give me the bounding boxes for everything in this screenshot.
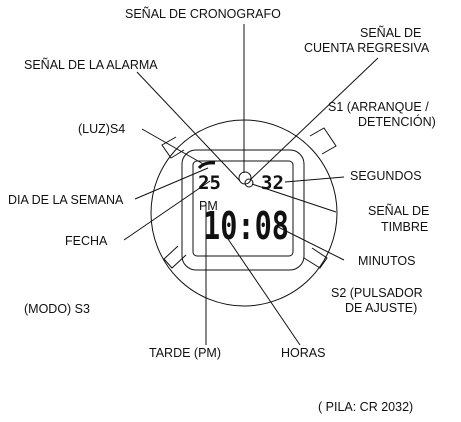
lcd-panel: [192, 160, 294, 257]
label-light-s4: (LUZ)S4: [78, 122, 125, 136]
label-s1-line2: DETENCIÓN): [358, 114, 436, 129]
label-minutes: MINUTOS: [358, 254, 415, 268]
day-of-week-indicator: [197, 161, 216, 170]
button-s1: [309, 127, 337, 155]
button-s4: [161, 136, 185, 159]
label-s2-line2: DE AJUSTE): [345, 301, 417, 315]
label-s2-line1: S2 (PULSADOR: [331, 286, 423, 300]
button-s3: [163, 245, 187, 269]
label-alarm-signal: SEÑAL DE LA ALARMA: [24, 58, 158, 72]
label-chime-signal-line1: SEÑAL DE: [368, 204, 429, 218]
label-countdown-signal-line1: SEÑAL DE: [360, 26, 421, 40]
label-chrono-signal: SEÑAL DE CRONOGRAFO: [125, 7, 281, 21]
pm-indicator: PM: [199, 199, 218, 213]
label-mode-s3: (MODO) S3: [24, 302, 90, 316]
label-s1-line1: S1 (ARRANQUE /: [328, 100, 429, 114]
label-chime-signal-line2: TIMBRE: [381, 220, 428, 234]
label-day-of-week: DIA DE LA SEMANA: [8, 193, 124, 207]
label-battery: ( PILA: CR 2032): [318, 400, 413, 414]
leader-lines: [123, 24, 379, 346]
label-date: FECHA: [65, 234, 108, 248]
label-seconds: SEGUNDOS: [350, 169, 422, 183]
button-s2: [303, 247, 328, 269]
label-pm: TARDE (PM): [149, 346, 221, 360]
watch-face: [181, 149, 305, 271]
label-hours: HORAS: [281, 346, 325, 360]
date-digits: 25: [198, 172, 221, 194]
time-digits: 10:08: [203, 204, 289, 248]
label-countdown-signal-line2: CUENTA REGRESIVA: [304, 41, 430, 55]
countdown-signal-icon: [244, 178, 254, 188]
